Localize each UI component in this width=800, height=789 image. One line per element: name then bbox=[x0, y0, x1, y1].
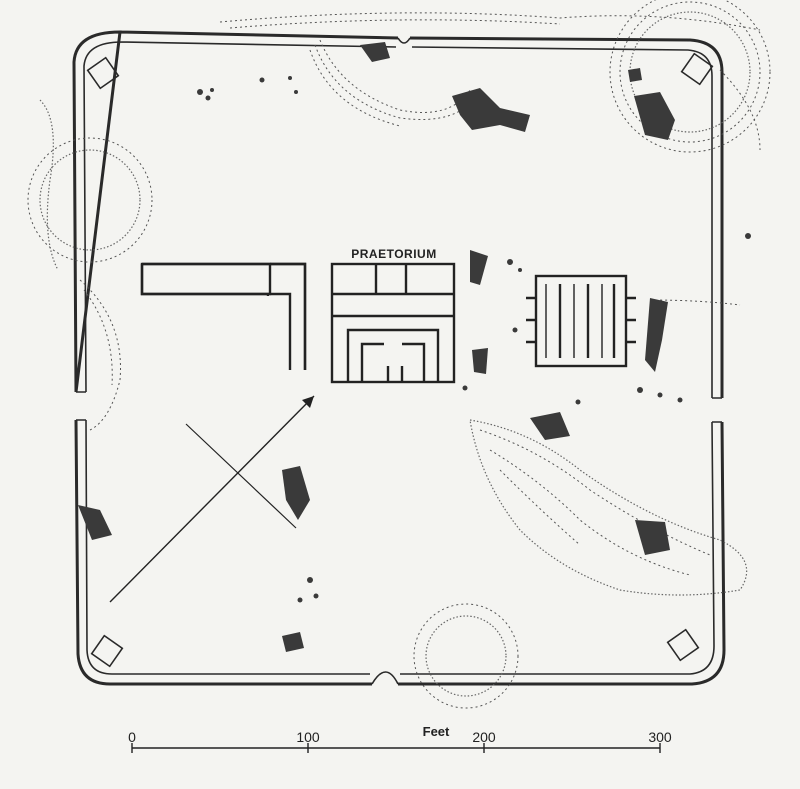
gate-north bbox=[397, 37, 411, 44]
praetorium: PRAETORIUM bbox=[330, 247, 456, 384]
scale-tick-label: 200 bbox=[472, 729, 496, 745]
tower-nw bbox=[86, 56, 120, 90]
arrow-head-icon bbox=[302, 396, 314, 408]
gateways bbox=[76, 37, 722, 685]
scale-bar: Feet 0 100 200 300 bbox=[128, 724, 672, 753]
rampart-wall bbox=[72, 30, 726, 686]
tower-sw bbox=[90, 634, 124, 668]
granary bbox=[526, 274, 636, 368]
scale-title: Feet bbox=[423, 724, 450, 739]
scale-tick-label: 100 bbox=[296, 729, 320, 745]
praetorium-label: PRAETORIUM bbox=[351, 247, 436, 261]
gate-east bbox=[712, 397, 722, 423]
praetorium-outline bbox=[330, 262, 456, 384]
scale-tick-label: 300 bbox=[648, 729, 672, 745]
scale-ticks: 0 100 200 300 bbox=[128, 729, 672, 753]
cross-line bbox=[185, 423, 297, 529]
scale-tick-label: 0 bbox=[128, 729, 136, 745]
north-arrow-line bbox=[109, 395, 315, 603]
barrack-west bbox=[140, 262, 307, 370]
gate-west bbox=[76, 391, 86, 421]
tower-ne bbox=[680, 52, 714, 86]
gate-south bbox=[371, 671, 399, 685]
corner-towers bbox=[86, 52, 714, 668]
tower-se bbox=[666, 628, 700, 662]
diagonal-lines bbox=[109, 395, 315, 603]
earthworks bbox=[27, 0, 771, 709]
rubble-scatter bbox=[78, 42, 751, 652]
